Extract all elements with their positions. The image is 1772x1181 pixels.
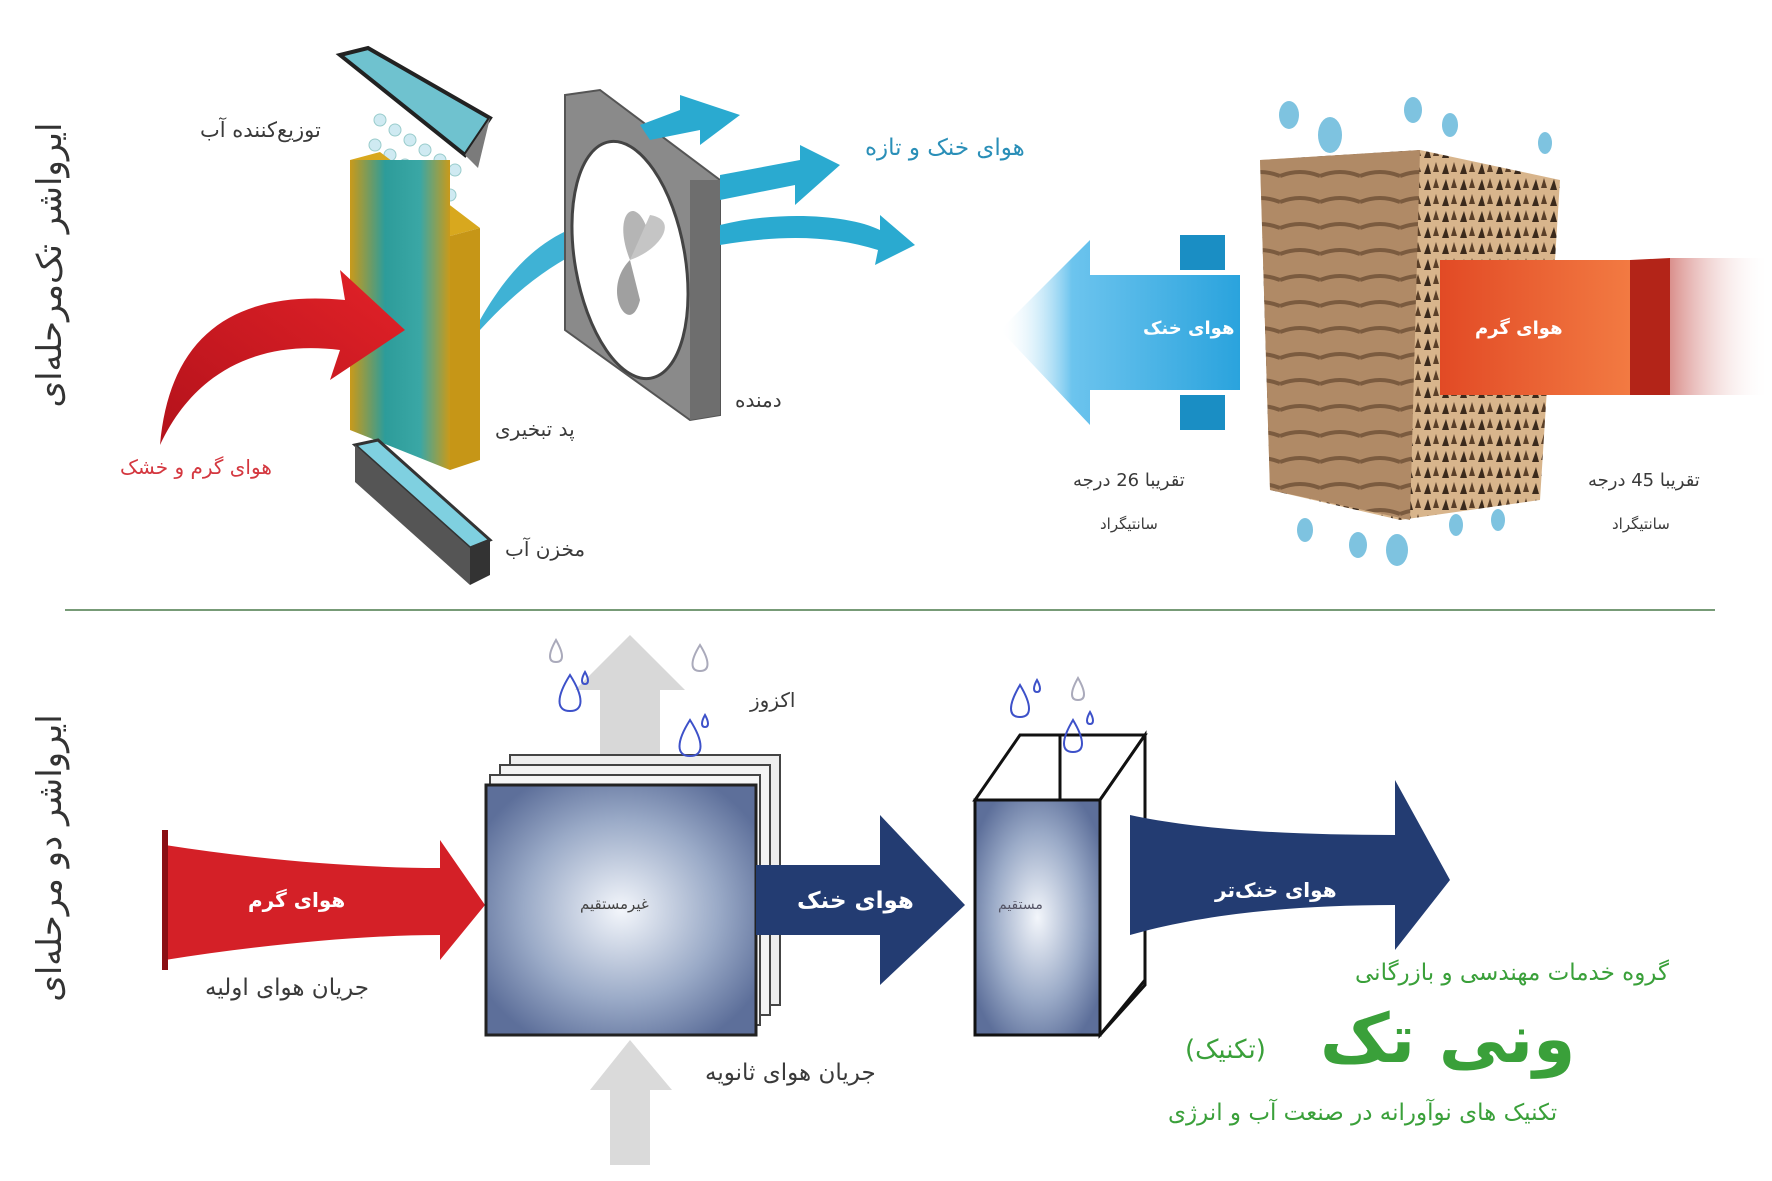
direct-stage-box [972,730,1148,1039]
exhaust-arrow [575,635,685,775]
label-cool-temp: تقریبا 26 درجه [1073,470,1185,491]
cool-fresh-air-arrows [640,95,915,265]
label-hot-temp-unit: سانتیگراد [1612,515,1670,533]
label-cool-temp-unit: سانتیگراد [1100,515,1158,533]
water-tank-graphic [351,438,493,585]
hot-air-curved-arrow [160,270,405,445]
water-distributor-graphic [335,45,493,168]
outlined-water-drops [549,637,1094,758]
label-hot-temp: تقریبا 45 درجه [1588,470,1700,491]
label-blower: دمنده [735,388,782,412]
label-direct: مستقیم [998,897,1043,913]
single-stage-title: ایرواشر تک‌مرحله‌ای [30,122,70,408]
secondary-airflow-arrow [590,1040,672,1165]
label-primary-airflow: جریان هوای اولیه [205,975,370,1001]
label-hot-air-closeup: هوای گرم [1475,318,1563,339]
label-hot-dry-air: هوای گرم و خشک [120,455,272,479]
label-evaporative-pad: پد تبخیری [495,417,575,441]
brand-group-line: گروه خدمات مهندسی و بازرگانی [1355,960,1669,986]
two-stage-title: ایرواشر دو مرحله‌ای [30,714,70,1002]
label-cool-air: هوای خنک [797,888,914,914]
cool-air-arrow [1000,240,1240,425]
label-cool-air-closeup: هوای خنک [1143,318,1235,339]
label-water-distributor: توزیع‌کننده آب [200,118,321,142]
pad-closeup-graphic [1000,150,1770,520]
indirect-stage-box [484,754,781,1037]
label-indirect: غیرمستقیم [580,895,649,913]
blower-fan-graphic [564,88,721,422]
brand-logo-sub: (تکنیک) [1185,1035,1266,1065]
label-water-tank: مخزن آب [505,537,586,561]
label-cool-fresh-air: هوای خنک و تازه [865,135,1025,161]
label-secondary-airflow: جریان هوای ثانویه [705,1060,876,1086]
hot-air-arrow [165,840,485,960]
label-exhaust: اکزوز [750,688,796,712]
label-cooler-air: هوای خنک‌تر [1215,878,1337,902]
brand-logo: ونی تک [1320,1000,1576,1079]
cool-air-arrow-dark [756,815,965,985]
closeup-water-drops [1279,97,1552,566]
cooler-air-arrow [1130,780,1450,950]
brand-tagline: تکنیک های نوآورانه در صنعت آب و انرژی [1168,1100,1558,1126]
label-hot-air: هوای گرم [248,888,346,912]
